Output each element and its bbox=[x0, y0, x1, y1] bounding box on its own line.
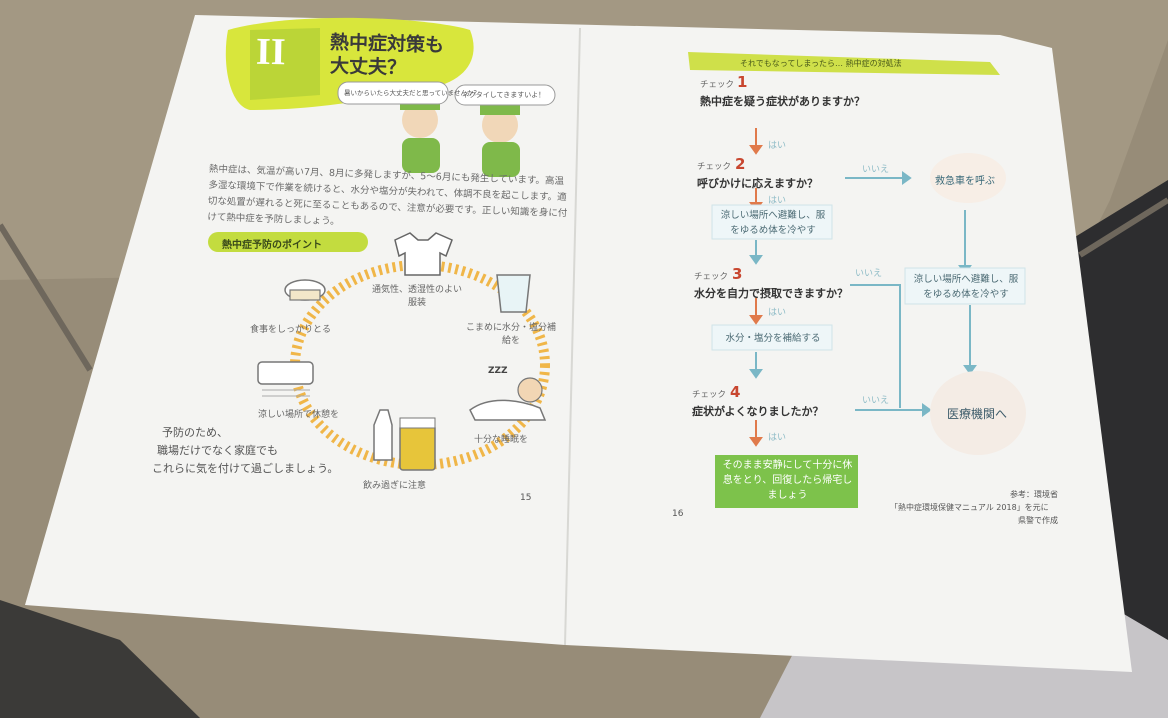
yes-label-2: はい bbox=[768, 196, 787, 206]
sleeping-person-icon bbox=[469, 377, 547, 421]
rice-bowl-icon bbox=[284, 279, 326, 301]
center-fold bbox=[564, 27, 581, 646]
air-conditioner-icon bbox=[257, 361, 314, 397]
source-line3: 県警で作成 bbox=[1018, 516, 1058, 525]
sleep-zzz: ZZZ bbox=[488, 366, 508, 376]
check-3-number: 3 bbox=[732, 265, 743, 283]
bubble-right-shape bbox=[454, 84, 556, 106]
source-line2: 「熱中症環境保健マニュアル 2018」を元に bbox=[890, 503, 1049, 512]
sake-and-beer-icon bbox=[373, 409, 436, 471]
check-4-question: 症状がよくなりましたか？ bbox=[692, 405, 824, 418]
table-edge-left bbox=[0, 223, 93, 372]
no-label-3: いいえ bbox=[855, 269, 883, 279]
no-label-4: いいえ bbox=[862, 396, 890, 406]
page-title-line2: 大丈夫？ bbox=[329, 55, 407, 79]
yes-label-4: はい bbox=[768, 433, 787, 443]
check-2-label: チェック bbox=[697, 162, 732, 172]
check-3-label: チェック bbox=[694, 272, 729, 282]
check-4-label: チェック bbox=[692, 390, 727, 400]
check-4-number: 4 bbox=[730, 383, 741, 401]
check-1-question: 熱中症を疑う症状がありますか？ bbox=[700, 95, 865, 108]
check-2-number: 2 bbox=[735, 155, 746, 173]
hospital-blob bbox=[930, 371, 1026, 455]
worker-left-illustration bbox=[400, 98, 440, 173]
speech-bubble-left: 暑いからいたら大丈夫だと思っていませんか？ bbox=[344, 89, 480, 97]
no-label-2: いいえ bbox=[862, 165, 890, 175]
final-box-shape bbox=[715, 455, 858, 508]
tshirt-icon bbox=[394, 232, 453, 276]
point-sleep: 十分な睡眠を bbox=[474, 435, 529, 445]
check-3-question: 水分を自力で摂取できますか？ bbox=[694, 287, 848, 300]
note-line1: 予防のため、 bbox=[162, 426, 228, 439]
glass-icon bbox=[496, 274, 531, 313]
table-edge-right bbox=[1078, 197, 1168, 258]
right-banner: それでもなってしまったら… 熱中症の対処法 bbox=[740, 59, 902, 68]
point-clothes: 通気性、透湿性のよい服装 bbox=[372, 285, 463, 308]
right-banner-shape bbox=[688, 52, 1000, 75]
check-1-number: 1 bbox=[737, 73, 748, 91]
ambulance-text: 救急車を呼ぶ bbox=[935, 176, 995, 187]
page-title-line1: 熱中症対策も bbox=[329, 31, 445, 57]
speech-bubble-right: ネクタイしてきますいよ！ bbox=[462, 91, 546, 99]
section-numeral: II bbox=[255, 30, 286, 74]
yes-label-3: はい bbox=[768, 308, 787, 318]
worker-right-illustration bbox=[480, 103, 520, 177]
water-box: 水分・塩分を補給する bbox=[725, 333, 821, 344]
cool-box-1-shape bbox=[711, 204, 833, 240]
ambulance-blob bbox=[930, 153, 1006, 203]
water-box-shape bbox=[711, 324, 833, 351]
page-number-right: 16 bbox=[672, 509, 684, 519]
point-rest: 涼しい場所で休憩を bbox=[258, 410, 340, 420]
intro-paragraph: 熱中症は、気温が高い7月、8月に多発しますが、5～6月にも発生しています。高温多… bbox=[207, 163, 568, 228]
numeral-panel bbox=[250, 28, 320, 100]
point-meal: 食事をしっかりとる bbox=[250, 325, 332, 335]
note-line2: 職場だけでなく家庭でも bbox=[157, 444, 278, 457]
yes-label-1: はい bbox=[768, 141, 787, 151]
point-drink: 飲み過ぎに注意 bbox=[363, 481, 427, 491]
page-number-left: 15 bbox=[520, 493, 532, 503]
dark-floor bbox=[1070, 180, 1168, 718]
points-header: 熱中症予防のポイント bbox=[222, 240, 322, 251]
source-line1: 参考：環境省 bbox=[1010, 490, 1058, 499]
final-box: そのまま安静にして十分に休息をとり、回復したら帰宅しましょう bbox=[722, 460, 853, 501]
check-1-label: チェック bbox=[700, 80, 735, 90]
points-header-pill bbox=[208, 232, 368, 252]
check-2-question: 呼びかけに応えますか？ bbox=[697, 177, 818, 190]
bubble-left-shape bbox=[337, 81, 449, 105]
point-water: こまめに水分・塩分補給を bbox=[466, 323, 557, 346]
note-line3: これらに気を付けて過ごしましょう。 bbox=[152, 462, 339, 475]
cool-box-2-shape bbox=[904, 267, 1026, 305]
cool-box-1: 涼しい場所へ避難し、服をゆるめ体を冷やす bbox=[720, 210, 826, 236]
hospital-text: 医療機関へ bbox=[947, 407, 1008, 421]
chair-shadow bbox=[0, 600, 200, 718]
cool-box-2: 涼しい場所へ避難し、服をゆるめ体を冷やす bbox=[913, 274, 1019, 300]
